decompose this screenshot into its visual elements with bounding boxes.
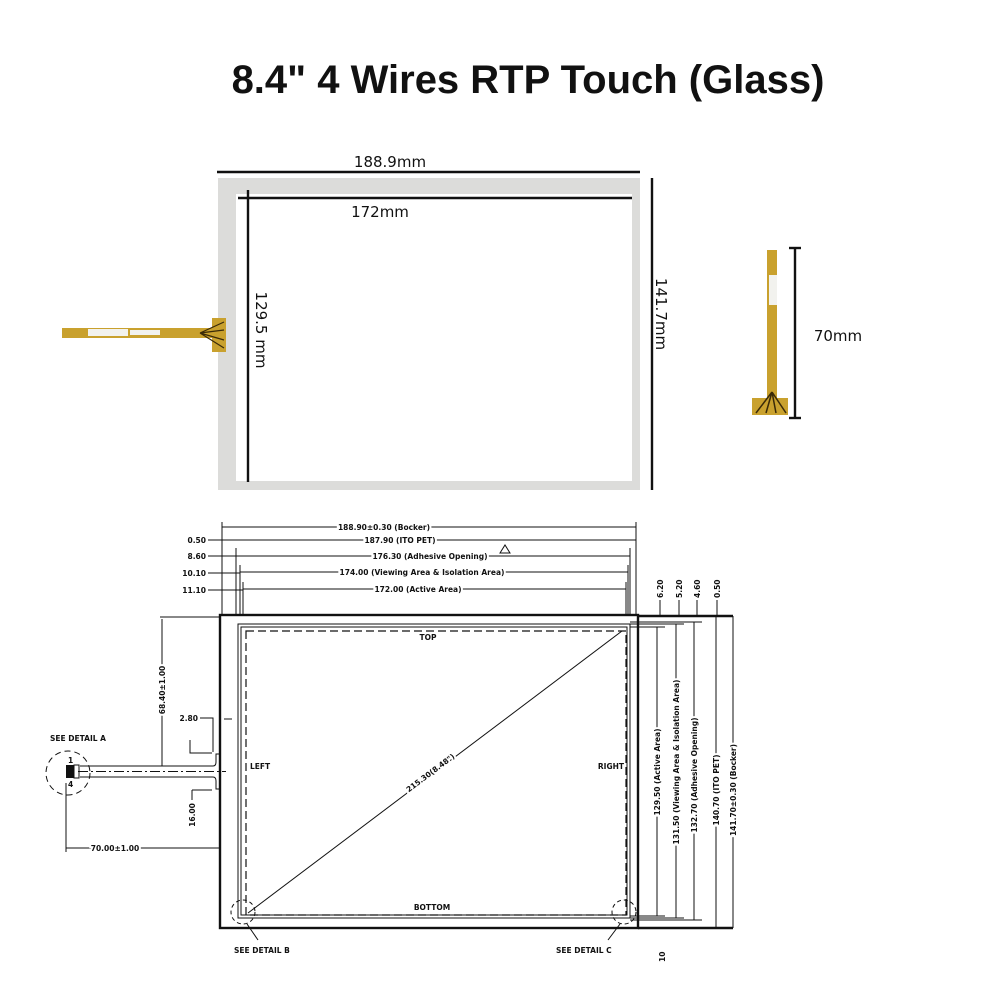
detail-c-circle <box>611 899 637 925</box>
label-outer-width: 188.9mm <box>354 153 426 171</box>
pin-label: 4 <box>68 780 73 789</box>
active-area-outline <box>245 630 627 916</box>
right-offset: 4.60 <box>693 579 702 598</box>
dim-adhesive-width: 176.30 (Adhesive Opening) <box>372 552 487 561</box>
side-label-left: LEFT <box>250 762 271 771</box>
dim-ito-width: 187.90 (ITO PET) <box>364 536 435 545</box>
dim-tail-gap: 2.80 <box>179 714 198 723</box>
dim-adhesive-height: 132.70 (Adhesive Opening) <box>690 717 699 832</box>
panel-glass <box>236 194 632 481</box>
ito-outline <box>237 623 631 919</box>
panel-photo: 188.9mm 172mm 129.5 mm 141.7mm 70mm <box>62 153 862 490</box>
detail-b-circle <box>230 899 256 925</box>
dim-active-width: 172.00 (Active Area) <box>374 585 461 594</box>
left-offset: 11.10 <box>182 586 206 595</box>
dim-viewing-height: 131.50 (Viewing Area & Isolation Area) <box>672 680 681 845</box>
side-label-bottom: BOTTOM <box>414 903 450 912</box>
label-active-height: 129.5 mm <box>252 292 270 369</box>
label-tail-length: 70mm <box>814 327 862 345</box>
left-offset: 10.10 <box>182 569 206 578</box>
dim-tail-length: 70.00±1.00 <box>91 844 140 853</box>
dim-tail-width: 16.00 <box>188 803 197 827</box>
diagonal-line <box>247 630 623 914</box>
right-offset: 5.20 <box>675 579 684 598</box>
left-offset: 0.50 <box>187 536 206 545</box>
dim-bocker-width: 188.90±0.30 (Bocker) <box>338 523 430 532</box>
detail-b-label: SEE DETAIL B <box>234 946 290 955</box>
dim-viewing-width: 174.00 (Viewing Area & Isolation Area) <box>340 568 505 577</box>
outer-outline <box>218 613 640 930</box>
side-label-top: TOP <box>420 633 437 642</box>
label-active-width: 172mm <box>351 203 409 221</box>
flex-cable <box>62 318 226 352</box>
pin-label: 1 <box>68 756 73 765</box>
detail-a-circle <box>45 750 91 796</box>
right-offset: 0.50 <box>713 579 722 598</box>
dim-ito-height: 140.70 (ITO PET) <box>712 754 721 825</box>
revision-triangle-icon <box>499 544 511 554</box>
tail-drawing: 1 4 <box>66 753 226 790</box>
technical-drawing: 188.90±0.30 (Bocker) 187.90 (ITO PET) 17… <box>45 521 740 962</box>
dim-bocker-height: 141.70±0.30 (Bocker) <box>729 744 738 836</box>
detail-a-label: SEE DETAIL A <box>50 734 106 743</box>
detail-c-label: SEE DETAIL C <box>556 946 612 955</box>
dim-active-height: 129.50 (Active Area) <box>653 728 662 815</box>
label-outer-height: 141.7mm <box>652 278 670 350</box>
page-title: 8.4" 4 Wires RTP Touch (Glass) <box>231 58 825 102</box>
right-offset: 6.20 <box>656 579 665 598</box>
page-mark: 10 <box>658 952 667 962</box>
left-offset: 8.60 <box>187 552 206 561</box>
tail-photo <box>752 250 788 415</box>
side-label-right: RIGHT <box>598 762 625 771</box>
dim-tail-offset: 68.40±1.00 <box>158 666 167 715</box>
diagonal-label: 215.30(8.48") <box>405 752 457 794</box>
